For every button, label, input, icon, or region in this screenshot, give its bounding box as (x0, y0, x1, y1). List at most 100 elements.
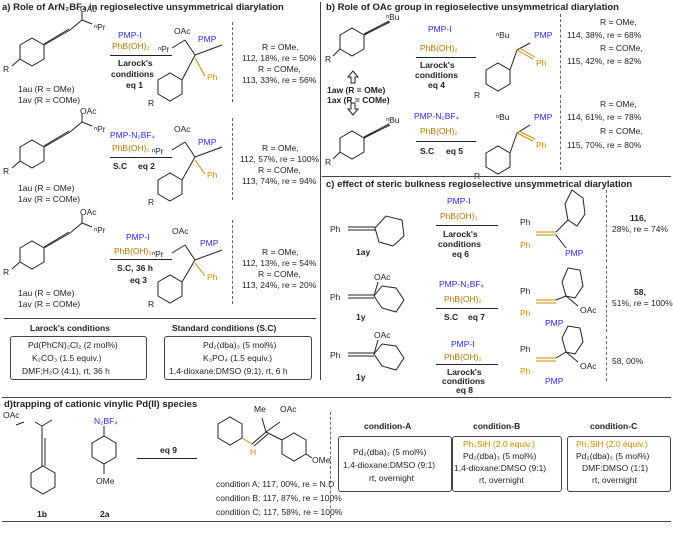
npr-label: ⁿPr (152, 249, 164, 259)
oac-label: OAc (80, 106, 97, 116)
reagent-boronic-acid: PhB(OH)₂ (440, 211, 478, 221)
reagent-pmp-n2bf4: PMP-N₂BF₄ (110, 130, 156, 140)
r-label: R (3, 166, 10, 176)
sm-label-1au: 1au (R = OMe) (18, 84, 75, 94)
result-line: R = OMe, (600, 17, 637, 27)
ph-label: Ph (536, 58, 547, 68)
condition-line: Pd(PhCN)₂Cl₂ (2 mol%) (28, 340, 118, 350)
oac-label: OAc (374, 272, 391, 282)
sm-label-1y: 1y (356, 312, 366, 322)
result-line: 113, 74%, re = 94% (242, 176, 317, 186)
r-label: R (325, 54, 332, 64)
pmp-label: PMP (198, 137, 217, 147)
sm-label-1av: 1av (R = COMe) (18, 95, 81, 105)
result-line: 58, 00% (612, 356, 644, 366)
sm-label-1av: 1av (R = COMe) (18, 299, 81, 309)
result-line: R = COMe, (600, 126, 643, 136)
oac-label: OAc (580, 305, 597, 315)
ph-label: Ph (536, 140, 547, 150)
section-c-title: c) effect of steric bulkness regioselect… (326, 179, 633, 190)
result-line: 112, 13%, re = 54% (242, 258, 317, 268)
condition-line: rt, overnight (369, 473, 414, 483)
conditions-label: Larock's (420, 60, 455, 70)
pmp-label: PMP (565, 248, 584, 258)
conditions-label: S.C, 36 h (117, 263, 153, 273)
result-line: R = COMe, (600, 43, 643, 53)
reagent-pmp-i: PMP-I (451, 339, 475, 349)
sm-label-1av: 1av (R = COMe) (18, 194, 81, 204)
condition-line: rt, overnight (479, 475, 524, 485)
eq-label: eq 6 (452, 249, 470, 259)
reagent-pmp-i: PMP-I (447, 196, 471, 206)
sm-label-1b: 1b (37, 509, 47, 519)
oac-label: OAc (174, 124, 191, 134)
conditions-label: S.C (420, 146, 435, 156)
ph-label: Ph (520, 344, 531, 354)
pmp-label: PMP (545, 376, 564, 386)
condition-line: Ph₃SiH (2.0 equiv.) (576, 439, 648, 449)
panel-divider (320, 2, 321, 380)
r-label: R (148, 299, 155, 309)
ph-label: Ph (520, 366, 531, 376)
pmp-label: PMP (534, 30, 553, 40)
divider (606, 266, 607, 332)
nbu-label: ⁿBu (496, 112, 510, 122)
reaction-arrow (416, 141, 476, 142)
condition-line: Ph₃SiH (2.0 equiv.) (463, 439, 535, 449)
larock-title: Larock's conditions (30, 323, 110, 333)
reagent-boronic-acid: PhB(OH)₂ (420, 126, 458, 136)
sm-label-1y: 1y (356, 372, 366, 382)
reagent-pmp-n2bf4: PMP-N₂BF₄ (439, 279, 485, 289)
reaction-arrow (110, 259, 172, 260)
eq-label: eq 2 (138, 161, 156, 171)
reagent-boronic-acid: PhB(OH)₂ (114, 246, 152, 256)
result-line: 114, 61%, re = 78% (567, 112, 642, 122)
oac-label: OAc (172, 226, 189, 236)
nbu-label: ⁿBu (496, 30, 510, 40)
condition-c-box: Ph₃SiH (2.0 equiv.) Pd₂(dba)₃ (5 mol%) D… (567, 436, 671, 492)
ph-label: Ph (520, 308, 531, 318)
divider (232, 118, 233, 200)
reagent-boronic-acid: PhB(OH)₂ (112, 41, 150, 51)
condition-line: Pd₂(dba)₃ (5 mol%) (203, 340, 277, 350)
reagent-boronic-acid: PhB(OH)₂ (444, 352, 482, 362)
condition-line: rt, overnight (592, 475, 637, 485)
reaction-arrow (436, 364, 498, 365)
divider (232, 22, 233, 102)
section-divider (4, 318, 316, 319)
sm-label-2a: 2a (100, 509, 110, 519)
result-line: R = OMe, (262, 42, 299, 52)
result-line: 115, 70%, re = 80% (567, 140, 642, 150)
conditions-label: Larock's (443, 229, 478, 239)
oac-label: OAc (374, 330, 391, 340)
ph-label: Ph (330, 292, 341, 302)
r-label: R (148, 197, 155, 207)
condition-c-title: condition-C (590, 421, 638, 431)
result-line: R = COMe, (258, 165, 301, 175)
result-line: R = OMe, (600, 99, 637, 109)
conditions-label-2: conditions (415, 70, 458, 80)
ph-label: Ph (207, 72, 218, 82)
reagent-pmp-i: PMP-I (428, 24, 452, 34)
condition-b-title: condition-B (473, 421, 521, 431)
npr-label: ⁿPr (152, 146, 164, 156)
sm-label-1au: 1au (R = OMe) (18, 183, 75, 193)
result-line: R = COMe, (258, 269, 301, 279)
conditions-label-2: conditions (438, 239, 481, 249)
divider (232, 220, 233, 304)
result-line: 114, 38%, re = 68% (567, 30, 642, 40)
result-line: 112, 18%, re = 50% (242, 53, 317, 63)
section-b-title: b) Role of OAc group in regioselective u… (326, 2, 619, 13)
